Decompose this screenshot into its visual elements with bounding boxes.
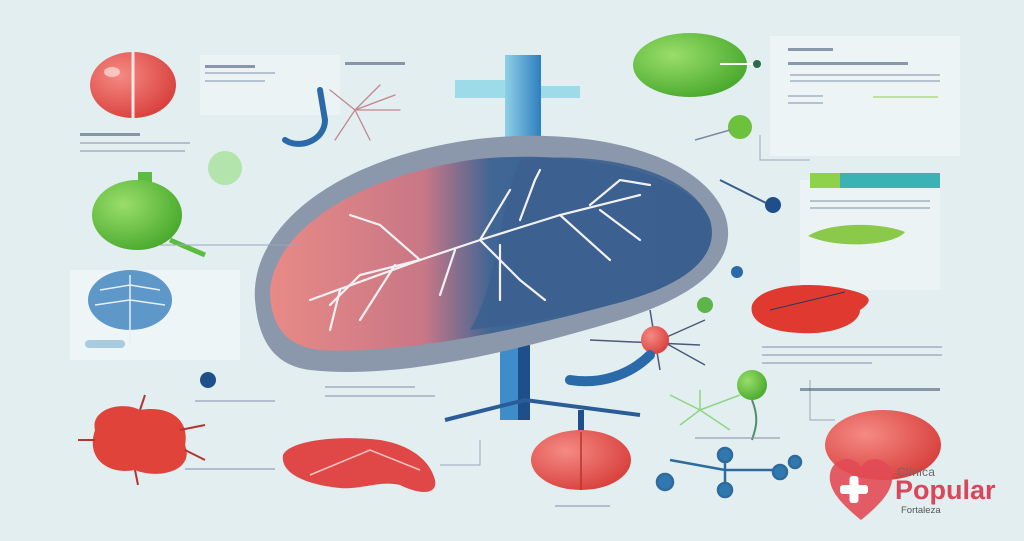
blue-nerve xyxy=(282,84,401,147)
logo-prefix: Clínica xyxy=(897,465,936,479)
molecule-network xyxy=(655,446,803,499)
red-liver-bottom xyxy=(282,438,436,492)
green-plant xyxy=(669,370,767,441)
green-sphere-top-right xyxy=(633,33,781,278)
green-organ-left xyxy=(92,151,242,258)
red-bulb-bottom xyxy=(531,410,631,490)
gallbladder-top-left xyxy=(90,52,176,118)
green-pill xyxy=(808,224,905,245)
logo-name: Popular xyxy=(895,475,996,505)
clinic-logo[interactable] xyxy=(826,445,1016,525)
red-spiky-organ xyxy=(78,394,206,486)
central-liver xyxy=(254,135,729,372)
heart-cross-icon xyxy=(829,459,893,520)
blue-leaf-tree xyxy=(85,270,216,388)
logo-city: Fortaleza xyxy=(901,505,941,516)
red-node xyxy=(565,297,713,387)
